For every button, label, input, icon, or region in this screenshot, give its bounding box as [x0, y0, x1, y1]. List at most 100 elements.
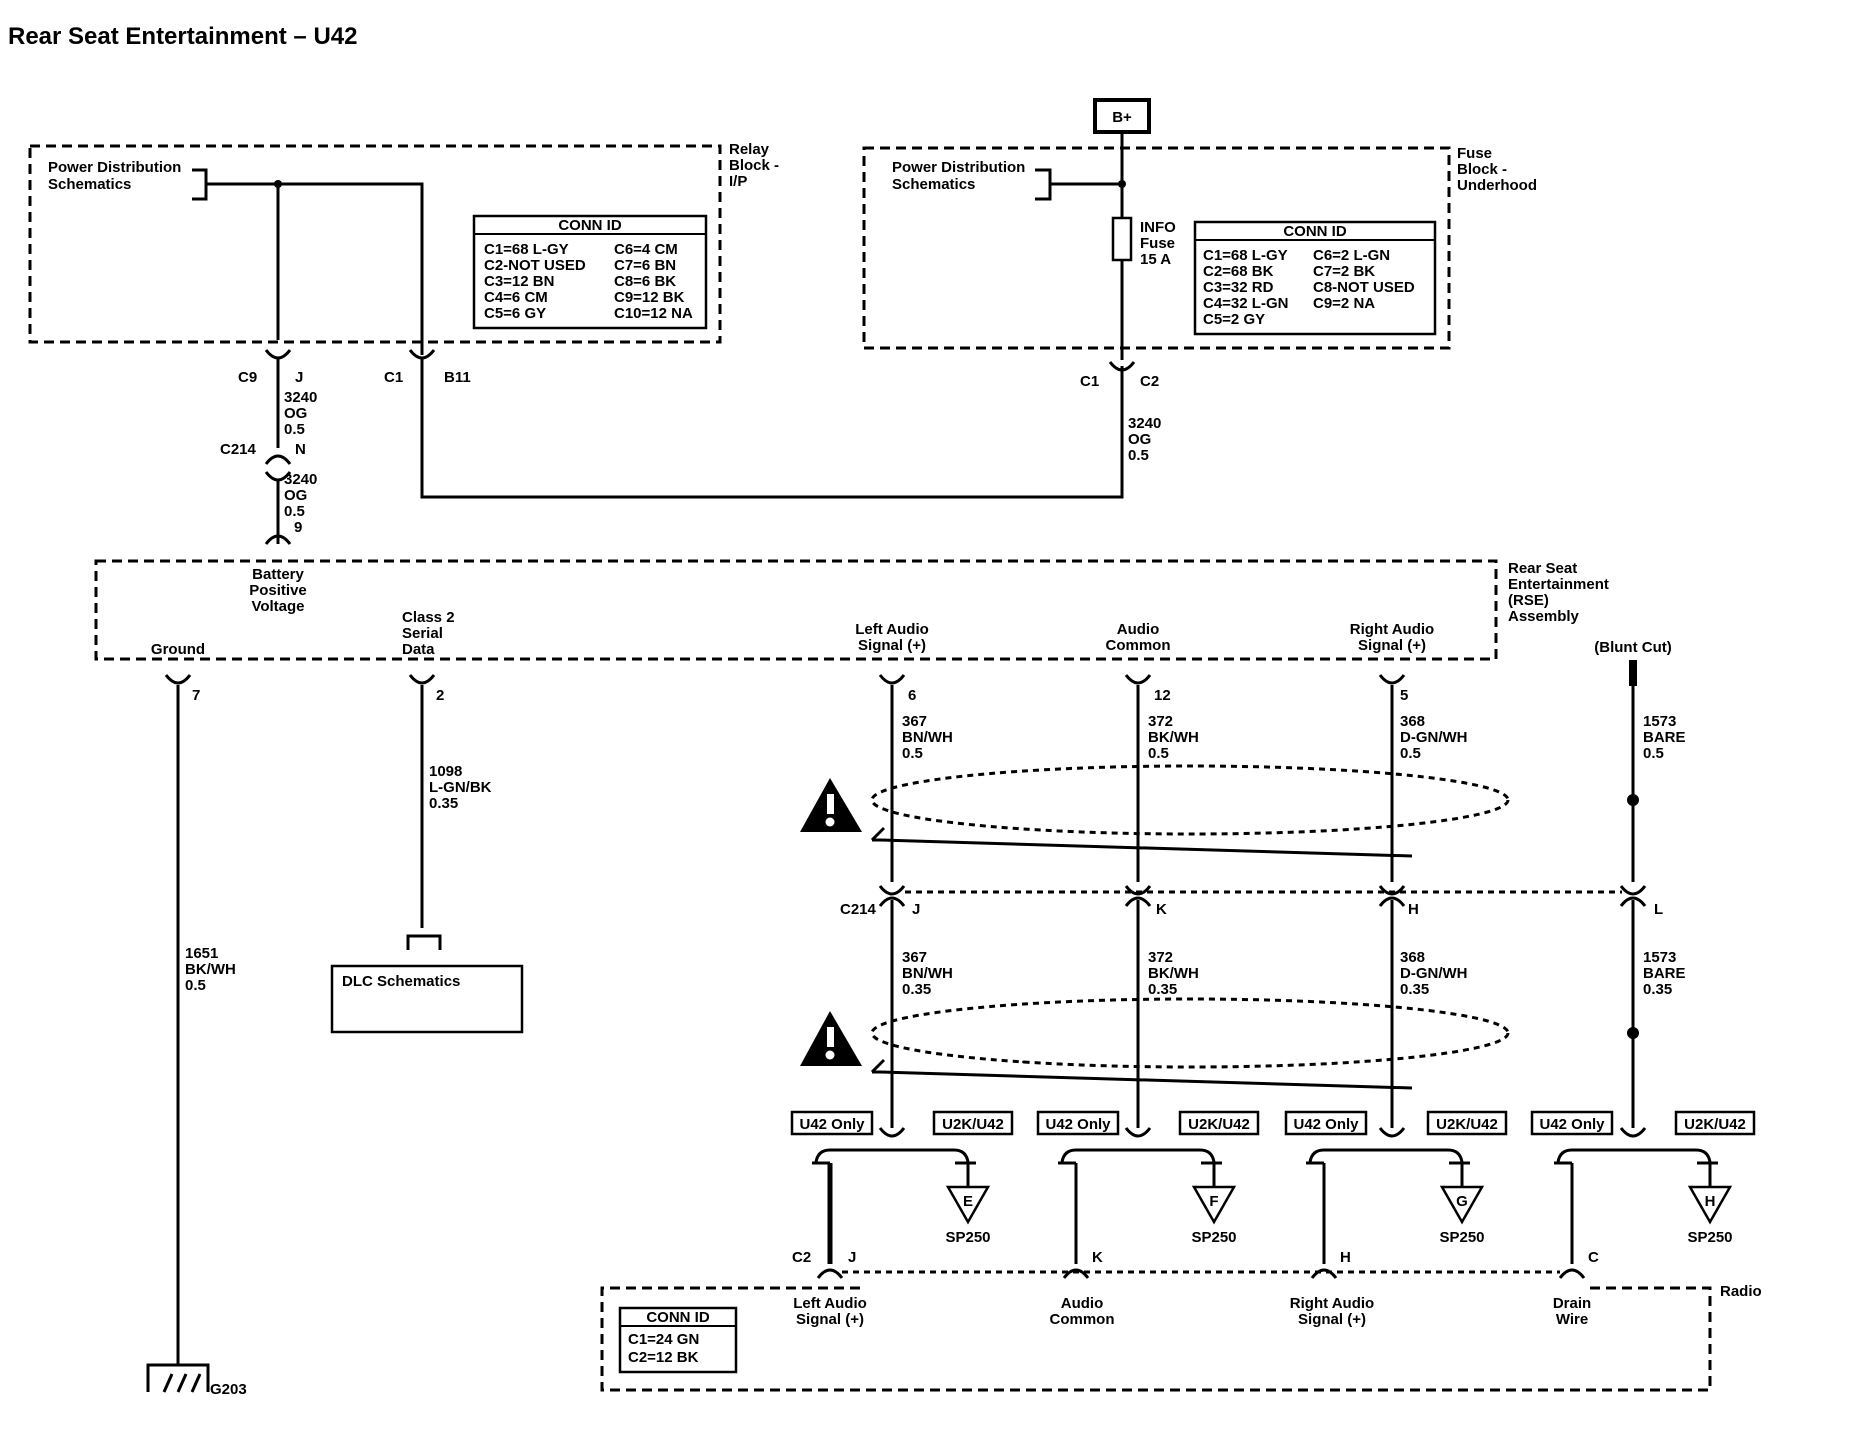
svg-text:G: G [1456, 1193, 1468, 1210]
svg-text:Signal (+): Signal (+) [796, 1311, 864, 1328]
svg-text:B+: B+ [1112, 109, 1132, 126]
svg-text:Relay: Relay [729, 141, 770, 158]
c214-mid-label: C214 [840, 901, 877, 918]
wire-3240-fuse-loop [420, 358, 1124, 499]
svg-text:1573: 1573 [1643, 949, 1676, 966]
svg-text:K: K [1092, 1249, 1103, 1266]
svg-text:3240: 3240 [284, 389, 317, 406]
svg-text:Underhood: Underhood [1457, 177, 1537, 194]
option-box-u2k-1: U2K/U42 [932, 1110, 1014, 1136]
svg-text:H: H [1340, 1249, 1351, 1266]
svg-text:Battery: Battery [252, 566, 304, 583]
svg-text:C5=6 GY: C5=6 GY [484, 305, 546, 322]
svg-text:Assembly: Assembly [1508, 608, 1580, 625]
svg-text:0.5: 0.5 [1643, 745, 1664, 762]
dlc-connector-symbol [406, 934, 442, 950]
wire-368-label-upper: 368 D-GN/WH 0.5 [1400, 713, 1468, 762]
connector-rse-9 [264, 534, 292, 545]
rse-assembly-boundary [94, 559, 1498, 661]
svg-text:C8=6 BK: C8=6 BK [614, 273, 676, 290]
svg-text:C1=24 GN: C1=24 GN [628, 1331, 699, 1348]
svg-text:OG: OG [284, 487, 307, 504]
svg-text:Data: Data [402, 641, 435, 658]
svg-text:C214: C214 [220, 441, 257, 458]
svg-text:BN/WH: BN/WH [902, 729, 953, 746]
svg-text:0.5: 0.5 [1128, 447, 1149, 464]
svg-text:H: H [1705, 1193, 1716, 1210]
radio-c2-label: C2 [792, 1249, 811, 1266]
svg-text:C1: C1 [1080, 373, 1099, 390]
svg-text:Common: Common [1106, 637, 1171, 654]
svg-text:0.35: 0.35 [902, 981, 931, 998]
svg-text:Power Distribution: Power Distribution [892, 159, 1025, 176]
svg-text:368: 368 [1400, 713, 1425, 730]
dlc-schematics-reference[interactable]: DLC Schematics [330, 964, 524, 1034]
svg-text:C1: C1 [384, 369, 403, 386]
svg-text:BK/WH: BK/WH [1148, 729, 1199, 746]
ground-symbol-g203: G203 [146, 1363, 247, 1398]
option-box-u42-only-2: U42 Only [1036, 1110, 1120, 1136]
c214-pin-l: L [1619, 885, 1663, 918]
svg-text:Drain: Drain [1553, 1295, 1591, 1312]
svg-text:C8-NOT USED: C8-NOT USED [1313, 279, 1415, 296]
svg-text:K: K [1156, 901, 1167, 918]
c214-pin-h: H [1378, 885, 1419, 918]
svg-text:Right Audio: Right Audio [1290, 1295, 1374, 1312]
svg-text:Positive: Positive [249, 582, 307, 599]
wire-367-label-lower: 367 BN/WH 0.35 [902, 949, 953, 998]
relay-pds-reference[interactable]: Power Distribution Schematics [48, 159, 208, 201]
svg-text:U2K/U42: U2K/U42 [1684, 1116, 1746, 1133]
svg-text:Signal (+): Signal (+) [1298, 1311, 1366, 1328]
caution-icon [800, 778, 862, 832]
svg-text:12: 12 [1154, 687, 1171, 704]
svg-text:C9: C9 [238, 369, 257, 386]
svg-text:BK/WH: BK/WH [1148, 965, 1199, 982]
relay-block-label: Relay Block - I/P [729, 141, 779, 190]
svg-text:U2K/U42: U2K/U42 [942, 1116, 1004, 1133]
svg-text:1651: 1651 [185, 945, 218, 962]
svg-text:BARE: BARE [1643, 729, 1686, 746]
diagram-title: Rear Seat Entertainment – U42 [8, 23, 357, 50]
svg-text:J: J [848, 1249, 856, 1266]
option-split-left-audio [812, 1127, 976, 1165]
svg-text:Signal (+): Signal (+) [858, 637, 926, 654]
svg-text:367: 367 [902, 949, 927, 966]
svg-text:C3=12 BN: C3=12 BN [484, 273, 554, 290]
wire-372-label-lower: 372 BK/WH 0.35 [1148, 949, 1199, 998]
svg-text:368: 368 [1400, 949, 1425, 966]
svg-text:Serial: Serial [402, 625, 443, 642]
svg-text:BN/WH: BN/WH [902, 965, 953, 982]
svg-text:0.35: 0.35 [1643, 981, 1672, 998]
shield-drain-tick-upper [870, 826, 886, 842]
caution-icon [800, 1011, 862, 1066]
svg-text:C6=4 CM: C6=4 CM [614, 241, 678, 258]
svg-text:SP250: SP250 [1439, 1229, 1484, 1246]
svg-text:Common: Common [1050, 1311, 1115, 1328]
svg-text:0.35: 0.35 [1148, 981, 1177, 998]
option-box-u42-only-3: U42 Only [1284, 1110, 1368, 1136]
svg-text:0.5: 0.5 [1148, 745, 1169, 762]
svg-text:3240: 3240 [1128, 415, 1161, 432]
svg-text:C: C [1588, 1249, 1599, 1266]
wire-372-label-upper: 372 BK/WH 0.5 [1148, 713, 1199, 762]
svg-text:C4=32 L-GN: C4=32 L-GN [1203, 295, 1288, 312]
svg-text:OG: OG [1128, 431, 1151, 448]
fuse-pds-reference[interactable]: Power Distribution Schematics [892, 159, 1052, 201]
svg-text:G203: G203 [210, 1381, 247, 1398]
relay-block-boundary [28, 144, 722, 344]
option-split-audio-common [1058, 1127, 1222, 1165]
svg-text:INFO: INFO [1140, 219, 1176, 236]
svg-text:0.5: 0.5 [902, 745, 923, 762]
wire-368-label-lower: 368 D-GN/WH 0.35 [1400, 949, 1468, 998]
svg-text:372: 372 [1148, 949, 1173, 966]
radio-left-audio-label: Left Audio Signal (+) [793, 1295, 867, 1328]
svg-text:SP250: SP250 [1687, 1229, 1732, 1246]
svg-text:2: 2 [436, 687, 444, 704]
rse-pin-6: 6 [878, 674, 916, 704]
svg-text:Left Audio: Left Audio [793, 1295, 867, 1312]
svg-text:C2=68 BK: C2=68 BK [1203, 263, 1274, 280]
svg-text:Block -: Block - [729, 157, 779, 174]
fuse-block-label: Fuse Block - Underhood [1457, 145, 1537, 194]
radio-pin-k: K [1062, 1249, 1103, 1279]
